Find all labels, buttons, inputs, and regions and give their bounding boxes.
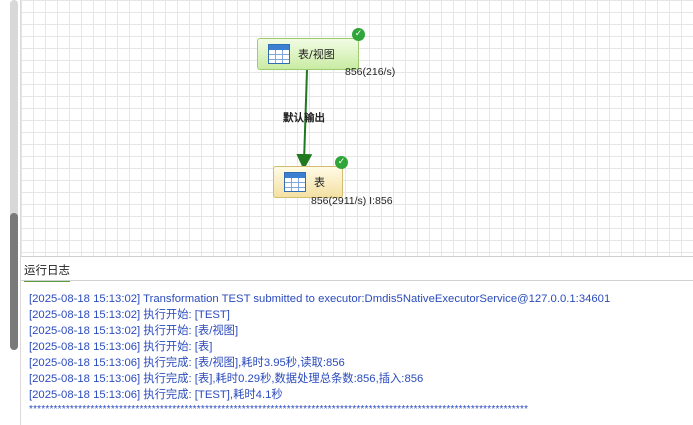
target-node-stat: 856(2911/s) I:856 (311, 195, 393, 207)
edge-connector (296, 69, 313, 170)
log-line: [2025-08-18 15:13:06] 执行完成: [TEST],耗时4.1… (29, 389, 283, 401)
table-icon (284, 172, 306, 192)
log-divider (21, 280, 693, 281)
source-node-stat: 856(216/s) (345, 66, 396, 78)
edge-label: 默认输出 (283, 112, 325, 124)
log-line: [2025-08-18 15:13:06] 执行开始: [表] (29, 341, 213, 353)
log-separator: ****************************************… (29, 404, 529, 415)
log-line: [2025-08-18 15:13:02] 执行开始: [TEST] (29, 309, 230, 321)
source-node-label: 表/视图 (298, 48, 335, 61)
log-line: [2025-08-18 15:13:06] 执行完成: [表/视图],耗时3.9… (29, 357, 345, 369)
vertical-scrollbar-thumb[interactable] (10, 213, 18, 350)
check-circle-icon: ✓ (352, 28, 365, 41)
target-node-table[interactable]: 表 (273, 166, 343, 198)
tab-run-log[interactable]: 运行日志 (24, 262, 70, 282)
source-node-table-view[interactable]: 表/视图 (257, 38, 359, 70)
target-node-label: 表 (314, 176, 325, 189)
log-line: [2025-08-18 15:13:02] 执行开始: [表/视图] (29, 325, 239, 337)
log-lines: [2025-08-18 15:13:02] Transformation TES… (29, 291, 610, 403)
run-log-panel: 运行日志 [2025-08-18 15:13:02] Transformatio… (21, 257, 693, 425)
flow-canvas[interactable]: 表/视图 ✓ 856(216/s) 默认输出 表 ✓ 856(2911/s) I… (21, 0, 693, 257)
check-circle-icon: ✓ (335, 156, 348, 169)
vertical-scrollbar-track[interactable] (10, 0, 18, 350)
table-icon (268, 44, 290, 64)
log-line: [2025-08-18 15:13:06] 执行完成: [表],耗时0.29秒,… (29, 373, 424, 385)
log-line: [2025-08-18 15:13:02] Transformation TES… (29, 293, 611, 305)
edge-line (296, 69, 313, 170)
